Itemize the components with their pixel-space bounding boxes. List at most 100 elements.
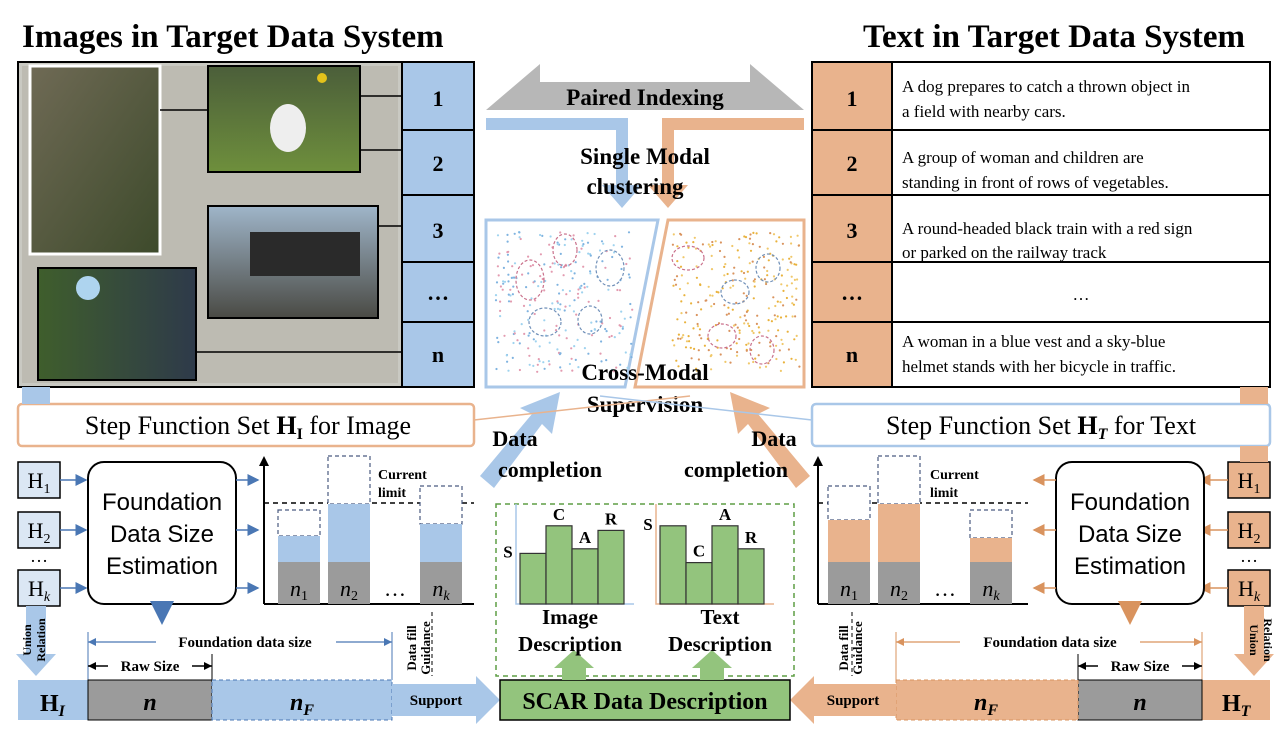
scatter-dot <box>791 302 794 305</box>
scatter-dot <box>611 255 614 259</box>
scatter-dot <box>582 243 585 246</box>
scatter-dot <box>781 258 784 261</box>
scatter-dot <box>513 232 516 235</box>
scatter-dot <box>781 342 784 346</box>
scatter-dot <box>574 358 577 361</box>
scatter-dot <box>580 247 583 250</box>
scatter-dot <box>543 289 546 292</box>
scar-bar-label: A <box>579 528 592 547</box>
scatter-dot <box>624 351 627 354</box>
scatter-dot <box>518 342 521 345</box>
bottom-n: n <box>1133 690 1146 716</box>
step-image-suffix: for Image <box>303 411 411 440</box>
scatter-dot <box>772 296 775 299</box>
scatter-dot <box>692 327 695 330</box>
scatter-dot <box>744 236 748 239</box>
scatter-dot <box>604 266 607 269</box>
step-text-suffix: for Text <box>1107 411 1196 440</box>
scatter-dot <box>736 249 739 252</box>
foundation-estimation-line: Estimation <box>1074 553 1186 580</box>
scatter-dot <box>746 270 749 273</box>
scar-bar-label: S <box>503 542 512 561</box>
scatter-dot <box>724 360 727 363</box>
scatter-dot <box>775 240 778 243</box>
caption-line: … <box>1073 285 1090 304</box>
scatter-dot <box>714 240 717 243</box>
scatter-dot <box>571 369 574 372</box>
scatter-dot <box>707 349 710 352</box>
scatter-dot <box>709 294 712 297</box>
scatter-dot <box>581 291 584 294</box>
scatter-dot <box>608 316 612 320</box>
scar-bar <box>571 548 599 605</box>
scatter-dot <box>547 360 551 363</box>
ht-label: H <box>1222 691 1241 717</box>
scar-bar-label: A <box>719 505 732 524</box>
scatter-dot <box>770 320 774 323</box>
scatter-dot <box>715 290 718 293</box>
scatter-dot <box>599 352 602 355</box>
scatter-dot <box>587 300 590 303</box>
scatter-dot <box>687 335 690 338</box>
scatter-dot <box>779 316 783 319</box>
foundation-estimation-line: Estimation <box>106 553 218 580</box>
scatter-dot <box>555 324 558 327</box>
scatter-dot <box>675 275 679 278</box>
image-description-label: Image <box>542 605 598 629</box>
scatter-dot <box>723 265 726 268</box>
scatter-dot <box>731 279 734 282</box>
caption-line: standing in front of rows of vegetables. <box>902 173 1169 192</box>
scatter-dot <box>797 244 800 247</box>
scatter-dot <box>748 237 752 240</box>
scatter-dot <box>680 274 684 277</box>
scatter-dot <box>696 325 700 328</box>
scatter-dot <box>731 308 734 311</box>
scatter-dot <box>782 304 785 307</box>
scatter-dot <box>568 304 571 307</box>
scatter-dot <box>506 360 509 363</box>
scatter-dot <box>790 255 793 258</box>
scatter-dot <box>556 300 559 303</box>
foundation-size-label: Foundation data size <box>178 635 312 651</box>
ht-label-sub: T <box>1241 703 1252 720</box>
scatter-dot <box>758 245 761 248</box>
scatter-dot <box>673 278 676 281</box>
scatter-dot <box>793 263 796 266</box>
foundation-estimation-line: Foundation <box>1070 489 1190 516</box>
image-index: … <box>427 280 449 305</box>
scatter-dot <box>709 245 712 248</box>
scatter-dot <box>776 300 779 303</box>
scatter-dot <box>564 305 567 308</box>
bottom-nf-sub: F <box>986 702 998 719</box>
scatter-dot <box>512 341 515 345</box>
scatter-dot <box>744 319 748 322</box>
scatter-dot <box>625 262 628 266</box>
scatter-dot <box>727 306 730 309</box>
scatter-dot <box>767 329 770 332</box>
scatter-dot <box>543 319 546 322</box>
scatter-dot <box>779 301 782 304</box>
foundation-size-ruler-left: Foundation data size Raw Size <box>87 632 393 680</box>
scatter-dot <box>716 339 719 342</box>
scatter-dot <box>767 307 771 310</box>
foundation-estimation-line: Data Size <box>110 521 214 548</box>
scatter-dot <box>550 270 553 273</box>
scatter-dot <box>767 362 770 365</box>
scatter-dot <box>751 243 755 246</box>
scatter-dot <box>676 260 679 263</box>
scatter-dot <box>732 324 736 327</box>
scatter-dot <box>501 288 504 291</box>
scatter-dot <box>782 361 786 364</box>
scatter-dot <box>785 296 789 300</box>
scatter-dot <box>556 348 559 351</box>
text-index: 2 <box>847 151 858 176</box>
photo-cyclist <box>37 267 197 381</box>
union-relation-label: Union <box>20 624 34 656</box>
scatter-dot <box>590 334 594 337</box>
h-item-sub: 2 <box>43 532 50 547</box>
scatter-dot <box>587 352 590 355</box>
right-title: Text in Target Data System <box>863 19 1245 55</box>
image-collage <box>17 61 403 388</box>
union-relation-label: Union <box>1247 624 1261 656</box>
